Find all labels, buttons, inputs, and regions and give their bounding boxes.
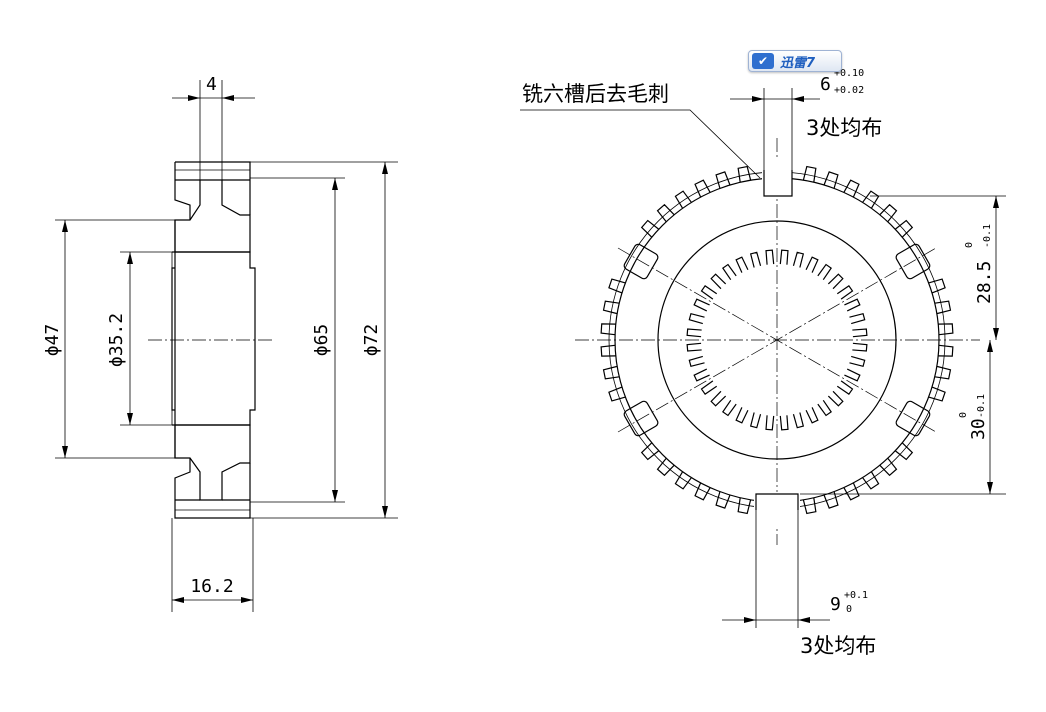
dim-upper: 28.5: [974, 261, 995, 304]
note-mill-slots: 铣六槽后去毛刺: [522, 82, 669, 106]
dim-slot-width: 4: [206, 74, 217, 95]
side-view: 4 ϕ47 ϕ35.2 ϕ65 ϕ72 16.2: [42, 74, 398, 612]
lower-section-hatch: [174, 424, 251, 501]
upper-section-hatch: [174, 179, 251, 253]
tol-upper-dim-upper: 0: [964, 242, 975, 248]
tol-upper-dim-lower: -0.1: [982, 224, 993, 248]
tol-lower-dim-lower: -0.1: [976, 394, 987, 418]
front-view: 6 +0.10 +0.02 3处均布 9 +0.1 0 3处均布 铣六槽后去毛刺…: [520, 68, 1006, 658]
dim-top-slot: 6: [820, 74, 831, 95]
thunder-badge[interactable]: ✔ 迅雷7: [748, 50, 842, 72]
tol-lower-dim-upper: 0: [958, 412, 969, 418]
dim-bottom-slot: 9: [830, 594, 841, 615]
dim-body-dia: ϕ65: [311, 324, 332, 357]
tol-top-slot-lower: +0.02: [834, 85, 864, 96]
dim-inner-bore: ϕ35.2: [106, 313, 127, 367]
thunder-badge-label: 迅雷7: [780, 55, 816, 71]
tol-bottom-slot-upper: +0.1: [844, 590, 868, 601]
dim-outer-dia: ϕ72: [361, 324, 382, 357]
dim-width: 16.2: [190, 576, 233, 597]
inner-spline-teeth: [686, 249, 868, 431]
note-bottom-slot-count: 3处均布: [800, 634, 876, 658]
dim-lower: 30: [968, 418, 989, 440]
thunder-logo-icon: ✔: [752, 53, 774, 69]
tol-bottom-slot-lower: 0: [846, 604, 852, 615]
tol-top-slot-upper: +0.10: [834, 68, 864, 79]
note-top-slot-count: 3处均布: [806, 116, 882, 140]
dim-hub-dia: ϕ47: [42, 324, 63, 357]
side-outline: [174, 161, 251, 519]
